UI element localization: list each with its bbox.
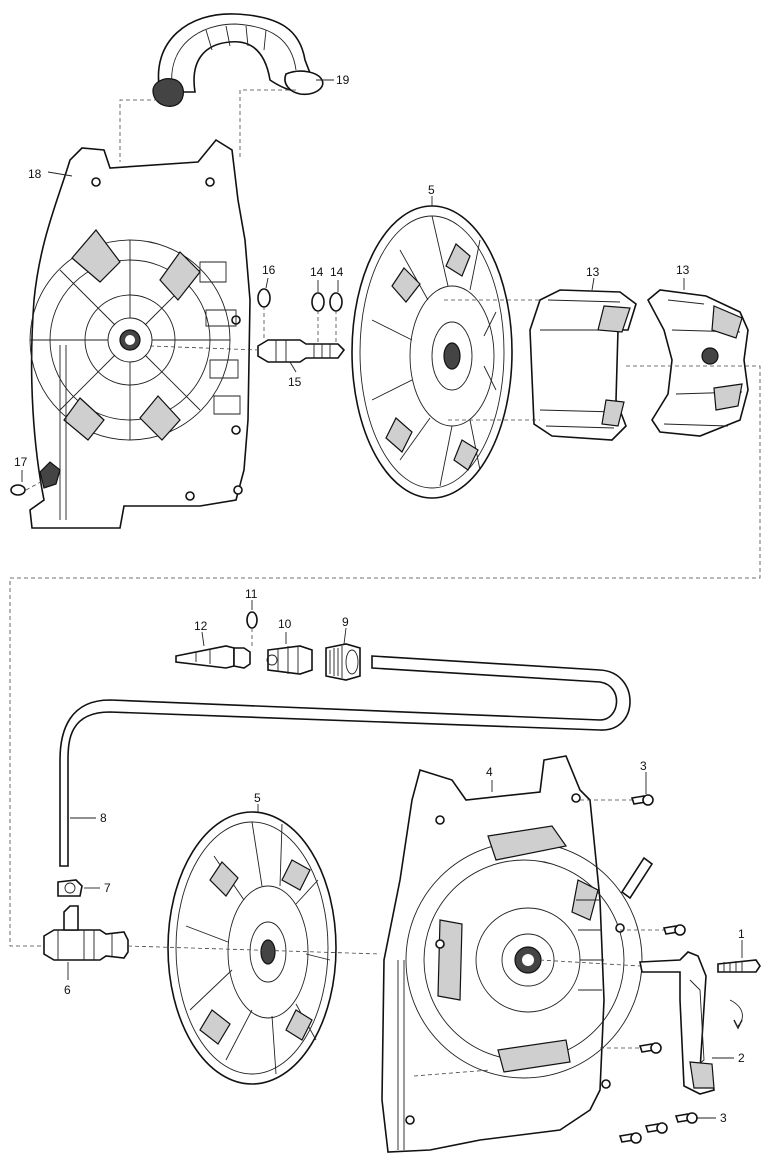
callout-10: 10 bbox=[278, 617, 292, 631]
callout-12: 12 bbox=[194, 619, 208, 633]
callout-1: 1 bbox=[738, 927, 745, 941]
callout-6: 6 bbox=[64, 983, 71, 997]
callout-19: 19 bbox=[336, 73, 350, 87]
assembly-guide-lines bbox=[9, 89, 761, 1077]
callout-8: 8 bbox=[100, 811, 107, 825]
callout-3-upper: 3 bbox=[640, 759, 647, 773]
callout-17: 17 bbox=[14, 455, 28, 469]
callout-11: 11 bbox=[245, 587, 258, 601]
garden-hose bbox=[59, 655, 631, 867]
callout-5-lower: 5 bbox=[254, 791, 261, 805]
callout-15: 15 bbox=[288, 375, 302, 389]
crank-handle bbox=[639, 951, 743, 1095]
screw-group-lower bbox=[618, 1112, 698, 1144]
crank-bolt bbox=[717, 959, 761, 973]
hub-segment-left bbox=[529, 289, 637, 441]
leader-lines bbox=[21, 79, 743, 1119]
swivel-coupling bbox=[257, 339, 346, 363]
o-ring-14a bbox=[311, 292, 325, 312]
drum-disc-upper bbox=[351, 205, 513, 499]
o-ring-14b bbox=[329, 292, 343, 312]
o-ring-16 bbox=[257, 288, 271, 308]
callout-13-b: 13 bbox=[676, 263, 690, 277]
seal-strip bbox=[620, 856, 654, 900]
callout-14-b: 14 bbox=[330, 265, 344, 279]
drum-disc-lower bbox=[167, 811, 337, 1085]
callout-7: 7 bbox=[104, 881, 111, 895]
inlet-fitting bbox=[43, 905, 129, 961]
o-ring-11 bbox=[246, 611, 258, 629]
hose-clip bbox=[57, 879, 83, 897]
callout-18: 18 bbox=[28, 167, 42, 181]
callout-13-a: 13 bbox=[586, 265, 600, 279]
callout-9: 9 bbox=[342, 615, 349, 629]
callout-16: 16 bbox=[262, 263, 276, 277]
callout-labels: 19 18 5 16 14 14 13 13 15 17 11 12 10 9 … bbox=[14, 73, 745, 1125]
hose-nut bbox=[325, 643, 361, 681]
screw-group-upper bbox=[630, 794, 686, 1054]
housing-right-half bbox=[381, 755, 643, 1153]
hose-connector bbox=[266, 645, 313, 675]
housing-left-half bbox=[29, 138, 251, 529]
callout-14-a: 14 bbox=[310, 265, 324, 279]
callout-4: 4 bbox=[486, 765, 493, 779]
spray-nozzle bbox=[175, 645, 251, 669]
callout-5-upper: 5 bbox=[428, 183, 435, 197]
callout-3-lower: 3 bbox=[720, 1111, 727, 1125]
carry-handle bbox=[152, 13, 324, 107]
hub-segment-right bbox=[646, 289, 749, 437]
o-ring-17 bbox=[10, 484, 26, 496]
callout-2: 2 bbox=[738, 1051, 745, 1065]
